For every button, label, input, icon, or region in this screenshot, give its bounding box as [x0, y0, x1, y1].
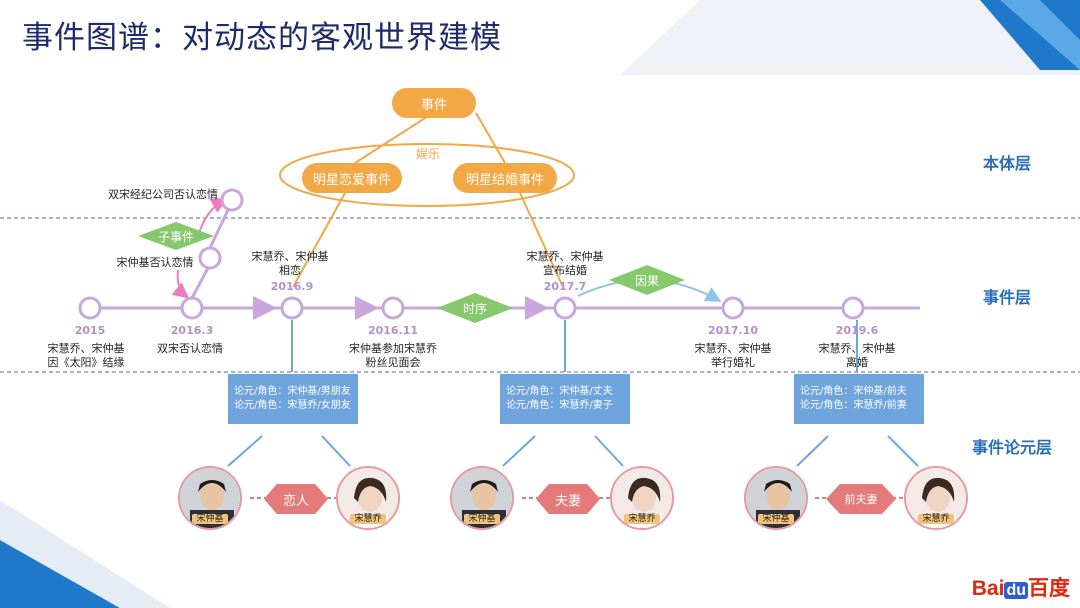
ontology-domain-label: 娱乐: [415, 147, 441, 161]
event-date: 2016.9: [270, 280, 314, 293]
event-node-2016-3: [180, 296, 204, 320]
relation-badge: 夫妻: [536, 484, 600, 514]
person-name: 宋慧乔: [624, 514, 660, 524]
avatar: 宋慧乔: [904, 466, 968, 530]
argument-box-married: 论元/角色：宋仲基/丈夫论元/角色：宋慧乔/妻子: [500, 374, 630, 424]
event-text: 宋仲基参加宋慧乔粉丝见面会: [349, 342, 437, 369]
event-date: 2019.6: [835, 324, 879, 337]
entertainment-domain-ellipse: [279, 143, 575, 207]
argument-box-dating: 论元/角色：宋仲基/男朋友论元/角色：宋慧乔/女朋友: [228, 374, 358, 424]
relation-badge: 恋人: [264, 484, 328, 514]
subevent-node-2: [220, 188, 244, 212]
person-name: 宋仲基: [464, 514, 500, 524]
event-date: 2015: [74, 324, 106, 337]
person-name: 宋仲基: [758, 514, 794, 524]
avatar: 宋仲基: [450, 466, 514, 530]
relation-badge: 前夫妻: [826, 484, 896, 514]
ontology-root-event: 事件: [392, 88, 476, 118]
event-text: 宋慧乔、宋仲基因《太阳》结缘: [47, 342, 125, 369]
subevent-node-1: [198, 246, 222, 270]
event-date: 2017.10: [707, 324, 759, 337]
page-title: 事件图谱：对动态的客观世界建模: [22, 20, 502, 56]
avatar: 宋慧乔: [610, 466, 674, 530]
event-node-2016-11: [381, 296, 405, 320]
ontology-love-event: 明星恋爱事件: [302, 163, 402, 193]
event-date: 2016.3: [170, 324, 214, 337]
subevent-label-denial: 宋仲基否认恋情: [116, 256, 194, 269]
event-text: 宋慧乔、宋仲基宣布结婚: [526, 250, 604, 277]
event-text: 双宋否认恋情: [157, 342, 223, 355]
avatar: 宋仲基: [178, 466, 242, 530]
event-text: 宋慧乔、宋仲基举行婚礼: [694, 342, 772, 369]
avatar: 宋慧乔: [336, 466, 400, 530]
event-node-2017-7: [553, 296, 577, 320]
male-portrait-icon: [746, 468, 806, 528]
person-name: 宋慧乔: [350, 514, 386, 524]
event-date: 2016.11: [367, 324, 419, 337]
event-text: 宋慧乔、宋仲基离婚: [818, 342, 896, 369]
subevent-label-agency: 双宋经纪公司否认恋情: [108, 188, 218, 201]
person-name: 宋慧乔: [918, 514, 954, 524]
avatar: 宋仲基: [744, 466, 808, 530]
person-name: 宋仲基: [192, 514, 228, 524]
event-date: 2017.7: [543, 280, 587, 293]
argument-layer-label: 事件论元层: [972, 438, 1053, 457]
event-node-2016-9: [280, 296, 304, 320]
event-layer-label: 事件层: [983, 288, 1032, 307]
event-node-2015: [78, 296, 102, 320]
event-node-2017-10: [721, 296, 745, 320]
event-node-2019-6: [841, 296, 865, 320]
argument-box-divorced: 论元/角色：宋仲基/前夫论元/角色：宋慧乔/前妻: [794, 374, 924, 424]
ontology-layer-label: 本体层: [983, 154, 1032, 173]
ontology-marriage-event: 明星结婚事件: [453, 163, 557, 193]
event-text: 宋慧乔、宋仲基相恋: [251, 250, 329, 277]
